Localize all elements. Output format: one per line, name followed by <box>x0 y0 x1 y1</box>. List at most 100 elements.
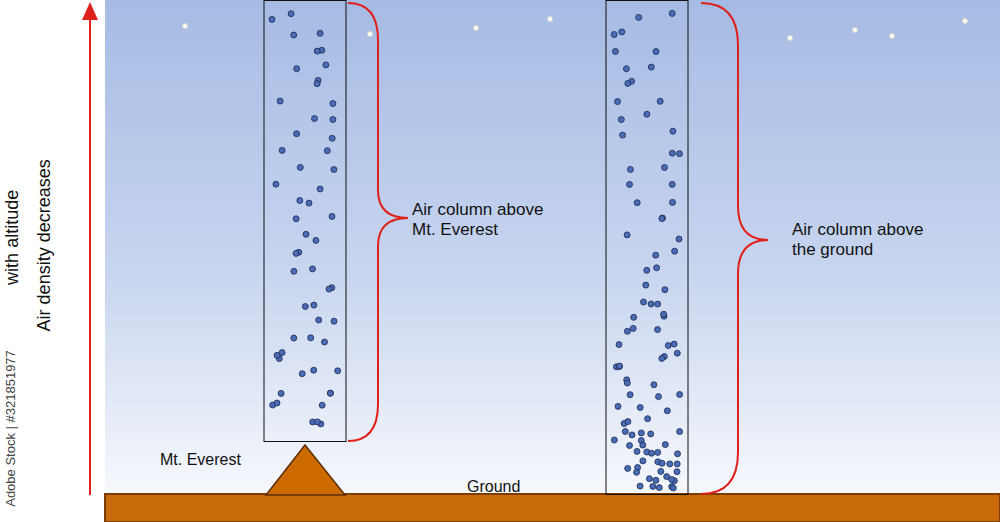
air-molecule <box>291 268 297 274</box>
air-molecule <box>641 299 647 305</box>
air-molecule <box>611 437 617 443</box>
air-molecule <box>302 304 308 310</box>
air-molecule <box>317 30 323 36</box>
mountain <box>266 445 345 495</box>
air-molecule <box>331 167 337 173</box>
air-molecule <box>273 181 279 187</box>
air-molecule <box>297 198 303 204</box>
air-molecule <box>269 16 275 22</box>
air-molecule <box>648 64 654 70</box>
air-molecule <box>327 390 333 396</box>
air-molecule <box>624 232 630 238</box>
air-molecule <box>634 448 640 454</box>
air-molecule <box>638 430 644 436</box>
air-molecule <box>653 477 659 483</box>
air-molecule <box>674 461 680 467</box>
air-molecule <box>662 442 668 448</box>
air-molecule <box>627 166 633 172</box>
air-molecule <box>627 443 633 449</box>
air-molecule <box>674 350 680 356</box>
air-molecule <box>664 408 670 414</box>
air-molecule <box>655 327 661 333</box>
axis-label: Air density decreases <box>34 159 55 331</box>
air-molecule <box>637 405 643 411</box>
air-molecule <box>654 265 660 271</box>
air-molecule <box>670 485 676 491</box>
air-molecule <box>643 282 649 288</box>
air-molecule <box>620 132 626 138</box>
air-molecule <box>665 343 671 349</box>
air-molecule <box>645 416 651 422</box>
air-molecule <box>629 432 635 438</box>
air-molecule <box>677 392 683 398</box>
air-molecule <box>671 341 677 347</box>
air-molecule <box>670 199 676 205</box>
air-molecule <box>650 483 656 489</box>
air-molecule <box>662 165 668 171</box>
air-molecule <box>314 419 320 425</box>
air-molecule <box>644 267 650 273</box>
air-molecule <box>656 394 662 400</box>
air-molecule <box>667 461 673 467</box>
air-molecule <box>655 449 661 455</box>
sky <box>105 0 1000 495</box>
air-molecule <box>670 128 676 134</box>
air-molecule <box>611 32 617 38</box>
air-molecule <box>274 400 280 406</box>
air-molecule <box>311 367 317 373</box>
air-molecule <box>675 451 681 457</box>
air-molecule <box>615 99 621 105</box>
air-molecule <box>323 62 329 68</box>
air-molecule <box>661 311 667 317</box>
air-molecule <box>669 150 675 156</box>
air-molecule <box>677 151 683 157</box>
air-molecule <box>616 342 622 348</box>
air-molecule <box>288 11 294 17</box>
air-molecule <box>625 419 631 425</box>
ground <box>105 494 1000 522</box>
mountain-label: Mt. Everest <box>160 451 241 469</box>
air-molecule <box>616 364 622 370</box>
air-molecule <box>648 431 654 437</box>
air-molecule <box>627 392 633 398</box>
air-column <box>606 1 688 495</box>
air-molecule <box>622 429 628 435</box>
air-molecule <box>662 287 668 293</box>
air-molecule <box>658 468 664 474</box>
air-molecule <box>326 286 332 292</box>
air-molecule <box>279 350 285 356</box>
air-molecule <box>627 181 633 187</box>
air-molecule <box>624 328 630 334</box>
air-molecule <box>319 402 325 408</box>
air-molecule <box>310 266 316 272</box>
bracket-label: Air column above the ground <box>792 220 942 259</box>
bracket <box>348 3 408 441</box>
air-molecule <box>308 335 314 341</box>
air-molecule <box>624 380 630 386</box>
air-molecule <box>636 14 642 20</box>
ground-label: Ground <box>467 478 520 496</box>
air-molecule <box>299 371 305 377</box>
air-molecule <box>297 164 303 170</box>
air-molecule <box>618 117 624 123</box>
air-molecule <box>669 10 675 16</box>
air-molecule <box>293 216 299 222</box>
air-molecule <box>644 111 650 117</box>
air-molecule <box>648 301 654 307</box>
air-molecule <box>294 66 300 72</box>
air-molecule <box>630 325 636 331</box>
air-molecule <box>330 117 336 123</box>
air-molecules <box>269 11 341 427</box>
stars <box>183 17 968 41</box>
air-molecule <box>293 250 299 256</box>
air-molecule <box>653 252 659 258</box>
air-molecule <box>335 368 341 374</box>
air-molecule <box>649 450 655 456</box>
air-molecule <box>676 236 682 242</box>
air-molecule <box>615 403 621 409</box>
watermark: Adobe Stock | #321851977 <box>4 350 19 507</box>
air-molecule <box>657 98 663 104</box>
air-molecule <box>677 429 683 435</box>
air-molecule <box>625 465 631 471</box>
